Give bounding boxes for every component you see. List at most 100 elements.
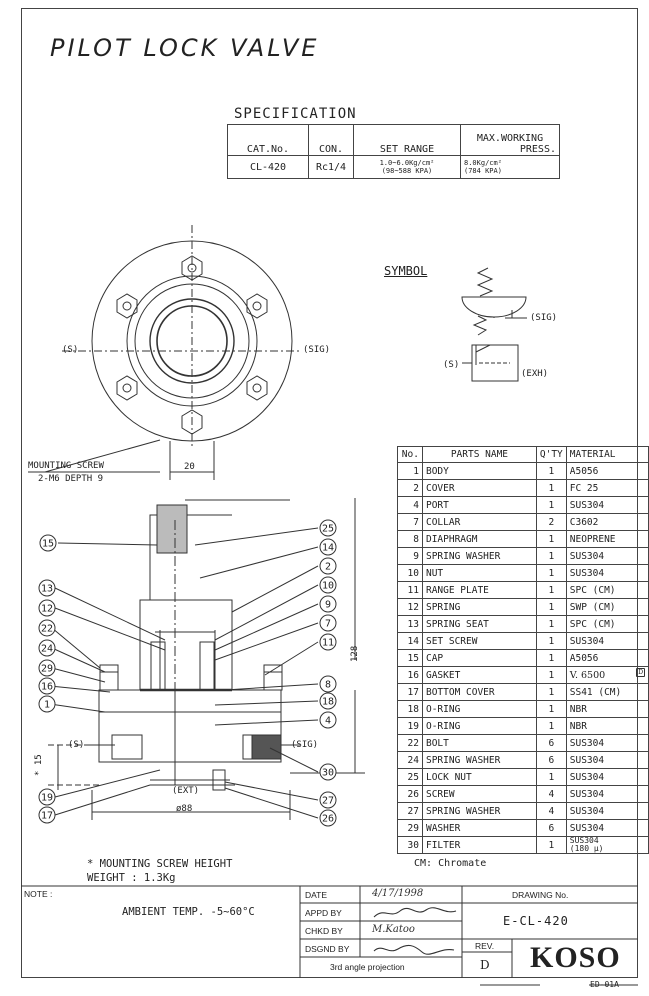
projection-label: 3rd angle projection [330,962,405,972]
part-number: 17 [397,683,423,701]
balloon-number: 17 [41,811,53,822]
balloon-circle [38,639,56,657]
part-name: SPRING SEAT [421,615,537,633]
date-label: DATE [305,890,328,900]
drawing-title: PILOT LOCK VALVE [50,34,320,62]
part-material: FC 25 [565,479,649,497]
part-quantity: 1 [535,496,567,514]
part-number: 14 [397,632,423,650]
part-quantity: 1 [535,462,567,480]
balloon-number: 13 [41,584,53,595]
part-number: 2 [397,479,423,497]
part-number: 9 [397,547,423,565]
title-block-frame [21,885,638,986]
spec-set-range: 1.0~6.0Kg/cm² (98~588 KPA) [353,155,461,179]
part-number: 13 [397,615,423,633]
balloon-circle [38,677,56,695]
spec-max-press-line1: 8.0Kg/cm² [464,159,502,167]
part-number: 12 [397,598,423,616]
balloon-circle [319,614,337,632]
balloon-number: 12 [41,604,53,615]
balloon-circle [39,534,57,552]
part-material: SS41 (CM) [565,683,649,701]
ambient-temp-note: AMBIENT TEMP. -5~60°C [122,906,255,918]
spec-header-max-press: MAX.WORKING PRESS. [460,124,560,156]
part-name: FILTER [421,836,537,854]
part-name: BODY [421,462,537,480]
part-number: 29 [397,819,423,837]
part-material: NEOPRENE [565,530,649,548]
part-name: SPRING WASHER [421,547,537,565]
drawing-no-value: E-CL-420 [503,914,569,928]
part-material: SUS304 [565,547,649,565]
balloon-number: 19 [41,793,53,804]
part-name: SPRING WASHER [421,751,537,769]
part-material: NBR [565,717,649,735]
balloon-circle [38,619,56,637]
part-quantity: 2 [535,513,567,531]
specification-table: CAT.No. CON. SET RANGE MAX.WORKING PRESS… [227,124,560,179]
dsgnd-signature [373,944,455,955]
balloon-number: 1 [44,700,50,711]
part-name: BOLT [421,734,537,752]
balloon-number: 25 [322,524,334,535]
balloon-number: 15 [42,539,54,550]
parts-header-name: PARTS NAME [421,446,537,463]
part-number: 30 [397,836,423,854]
part-material: SPC (CM) [565,615,649,633]
part-quantity: 1 [535,717,567,735]
part-number: 8 [397,530,423,548]
revision-triangle-mark: D [636,668,645,677]
balloon-number: 9 [325,600,331,611]
part-quantity: 1 [535,530,567,548]
spec-header-max-press-line1: MAX.WORKING [476,133,544,144]
part-name: O-RING [421,700,537,718]
balloon-number: 11 [322,638,334,649]
balloon-number: 7 [325,619,331,630]
appd-signature [373,907,457,918]
balloon-circle [319,711,337,729]
rev-label: REV. [475,941,495,951]
part-name: NUT [421,564,537,582]
balloon-circle [38,695,56,713]
part-name: DIAPHRAGM [421,530,537,548]
mounting-screw-spec: 2-M6 DEPTH 9 [38,474,104,484]
part-name: RANGE PLATE [421,581,537,599]
rev-value: D [480,958,490,972]
part-material: SUS304(180 μ) [565,836,649,854]
part-number: 4 [397,496,423,514]
dim-20-label: 20 [184,462,195,472]
balloon-number: 16 [41,682,53,693]
balloon-circle [38,806,56,824]
balloon-circle [38,788,56,806]
balloon-number: 4 [325,716,331,727]
part-name: BOTTOM COVER [421,683,537,701]
filter-mesh: (180 μ) [569,844,604,853]
spec-max-press: 8.0Kg/cm² (784 KPA) [460,155,560,179]
drawing-no-label: DRAWING No. [512,890,569,900]
parts-header-qty: Q'TY [535,446,567,463]
part-number: 24 [397,751,423,769]
part-material: SUS304 [565,734,649,752]
part-material: A5056 [565,462,649,480]
balloon-circle [319,809,337,827]
dim-15-label: * 15 [34,754,44,776]
balloon-circle [319,519,337,537]
spec-header-max-press-line2: PRESS. [519,144,556,155]
part-material: SUS304 [565,564,649,582]
bolt-hex-heads [116,255,268,435]
filter-material: SUS304 [569,836,599,845]
part-name: COVER [421,479,537,497]
part-quantity: 1 [535,632,567,650]
part-quantity: 4 [535,802,567,820]
